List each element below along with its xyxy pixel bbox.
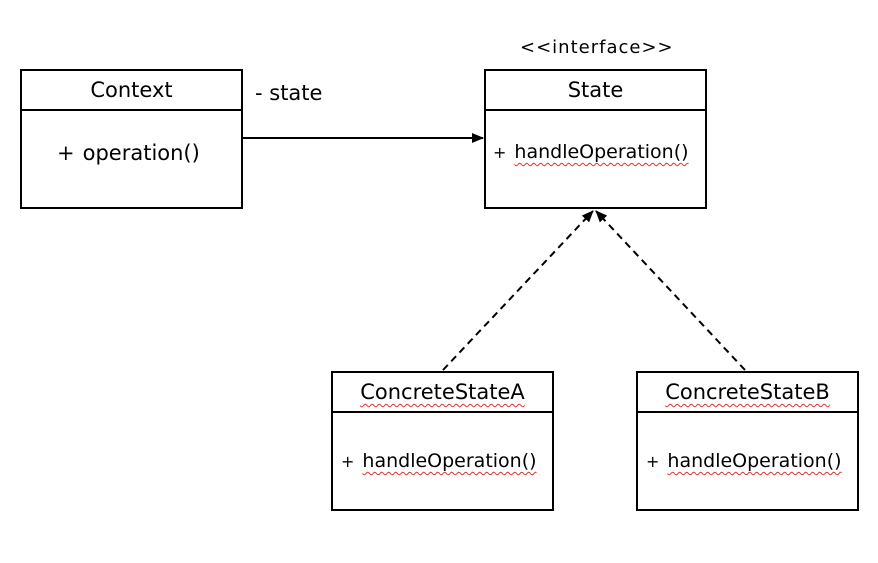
context-class-name: Context <box>22 71 241 111</box>
concrete-state-b-operation-visibility: + <box>646 452 660 471</box>
state-interface: State + handleOperation() <box>484 69 707 209</box>
concrete-state-a-name: ConcreteStateA <box>333 373 552 413</box>
concrete-state-a-operation: + handleOperation() <box>341 450 537 472</box>
association-label: - state <box>255 81 323 105</box>
concrete-state-b-class: ConcreteStateB + handleOperation() <box>636 371 859 511</box>
context-class: Context + operation() <box>20 69 243 209</box>
context-class-operations: + operation() <box>22 111 241 207</box>
concrete-state-a-name-text: ConcreteStateA <box>360 380 525 404</box>
concrete-state-a-operation-visibility: + <box>341 452 355 471</box>
state-operation: + handleOperation() <box>493 141 689 163</box>
interface-stereotype: <<interface>> <box>520 37 674 58</box>
concrete-state-b-name-text: ConcreteStateB <box>665 380 830 404</box>
state-interface-operations: + handleOperation() <box>486 111 705 207</box>
concrete-state-b-operation: + handleOperation() <box>646 450 842 472</box>
state-operation-name: handleOperation() <box>514 141 689 163</box>
context-operation-name: operation() <box>82 141 200 165</box>
state-interface-name: State <box>486 71 705 111</box>
concrete-state-a-operations: + handleOperation() <box>333 413 552 509</box>
realization-arrow-b <box>595 210 746 371</box>
state-operation-visibility: + <box>493 143 507 162</box>
concrete-state-b-operation-name: handleOperation() <box>667 450 842 472</box>
realization-arrow-a <box>442 210 594 371</box>
context-operation-visibility: + <box>57 141 75 165</box>
concrete-state-a-operation-name: handleOperation() <box>362 450 537 472</box>
concrete-state-b-name: ConcreteStateB <box>638 373 857 413</box>
concrete-state-b-operations: + handleOperation() <box>638 413 857 509</box>
concrete-state-a-class: ConcreteStateA + handleOperation() <box>331 371 554 511</box>
context-operation: + operation() <box>57 141 200 165</box>
